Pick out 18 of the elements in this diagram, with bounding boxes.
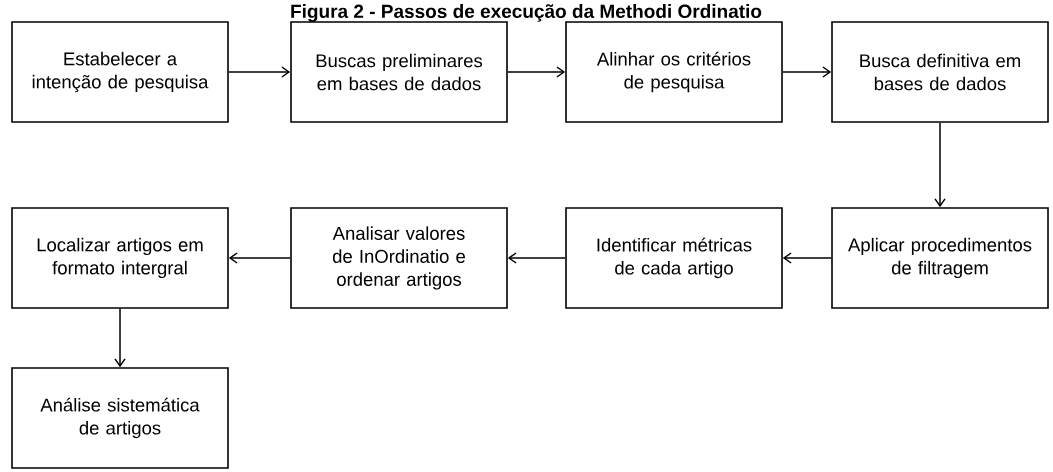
arrow [782,252,832,264]
process-box: Alinhar os critérios de pesquisa [565,21,783,123]
process-box: Buscas preliminares em bases de dados [290,21,508,123]
process-box: Analisar valores de InOrdinatio e ordenar artigos [290,207,508,309]
process-box: Aplicar procedimentos de filtragem [831,207,1049,309]
arrow [114,308,126,368]
arrow [228,252,291,264]
arrow [228,66,291,78]
process-box: Busca definitiva em bases de dados [831,21,1049,123]
arrow [507,252,566,264]
arrow [782,66,832,78]
process-box: Estabelecer a intenção de pesquisa [11,21,229,123]
figure-title: Figura 2 - Passos de execução da Methodi Ordinatio [291,4,762,22]
process-box: Análise sistemática de artigos [11,367,229,469]
process-box: Identificar métricas de cada artigo [565,207,783,309]
arrow [934,122,946,208]
process-box: Localizar artigos em formato intergral [11,207,229,309]
arrow [507,66,566,78]
